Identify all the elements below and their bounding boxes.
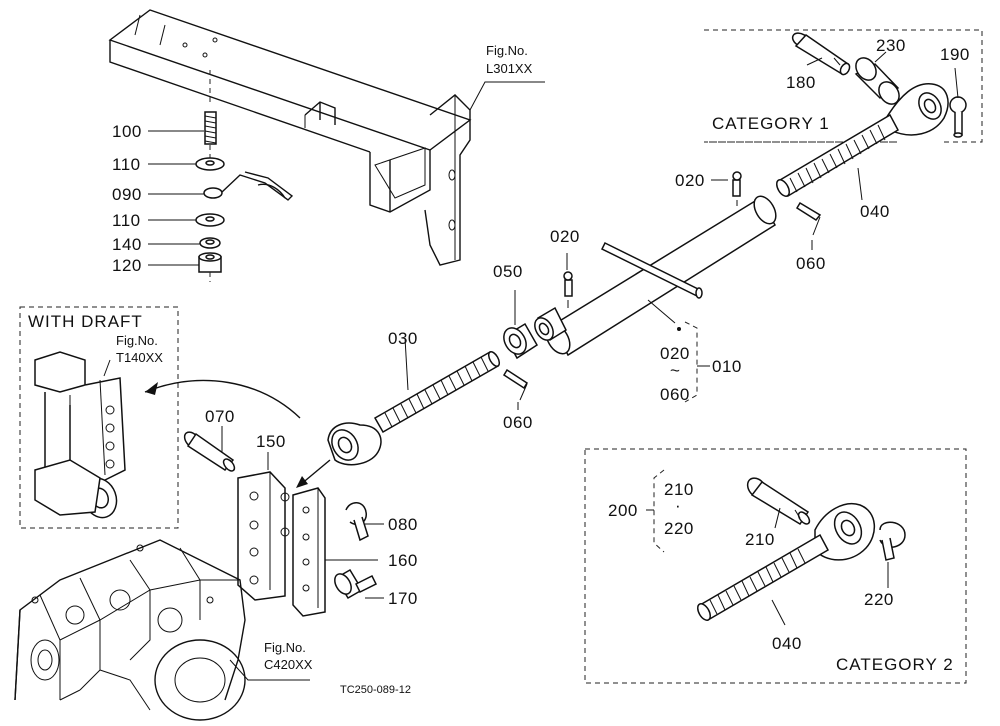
part-label-170: 170 — [388, 589, 418, 608]
part-label-190: 190 — [940, 45, 970, 64]
part-label-030: 030 — [388, 329, 418, 348]
part-label-150: 150 — [256, 432, 286, 451]
part-label-080: 080 — [388, 515, 418, 534]
frame-beam — [108, 9, 472, 266]
part-label-050: 050 — [493, 262, 523, 281]
category1-box — [704, 29, 983, 143]
part-label-220: 220 — [864, 590, 894, 609]
fig-ref-l301-line1: Fig.No. — [486, 43, 528, 58]
pin-060-mid — [502, 368, 529, 401]
lynch-pin-220 — [879, 521, 906, 561]
fig-ref-c420-line2: C420XX — [264, 657, 313, 672]
pin-180 — [791, 32, 851, 76]
part-label-010: 010 — [712, 357, 742, 376]
drawing-code: TC250-089-12 — [340, 684, 411, 696]
draft-bracket — [34, 351, 126, 519]
part-label-120: 120 — [112, 256, 142, 275]
part-label-230: 230 — [876, 36, 906, 55]
part-label-040: 040 — [772, 634, 802, 653]
part-label-220: 220 — [664, 519, 694, 538]
part-label-110: 110 — [112, 155, 141, 174]
rod-end-040-cat1 — [776, 83, 949, 198]
pin-070 — [183, 431, 236, 472]
fig-ref-c420-line1: Fig.No. — [264, 640, 306, 655]
part-label-140: 140 — [112, 235, 142, 254]
part-label-100: 100 — [112, 122, 142, 141]
pin-060-right — [795, 201, 822, 236]
bushing-230 — [854, 57, 900, 105]
part-label-210: 210 — [745, 530, 775, 549]
bolt-stack — [195, 111, 294, 282]
fig-ref-t140-line1: Fig.No. — [116, 333, 158, 348]
with-draft-title: WITH DRAFT — [28, 312, 143, 331]
fig-ref-l301-line2: L301XX — [486, 61, 533, 76]
nut-050 — [503, 322, 539, 360]
list-separator-dot: · — [675, 496, 682, 515]
category2-box — [584, 448, 967, 684]
main-tube-010 — [534, 171, 777, 357]
part-label-210: 210 — [664, 480, 694, 499]
part-label-060: 060 — [503, 413, 533, 432]
part-label-060: 060 — [660, 385, 690, 404]
rod-030 — [327, 350, 501, 466]
part-label-020: 020 — [660, 344, 690, 363]
plate-160 — [292, 487, 326, 617]
part-label-160: 160 — [388, 551, 418, 570]
part-label-020: 020 — [550, 227, 580, 246]
part-label-110: 110 — [112, 211, 141, 230]
part-label-180: 180 — [786, 73, 816, 92]
part-label-070: 070 — [205, 407, 235, 426]
part-label-090: 090 — [112, 185, 142, 204]
pin-210 — [746, 477, 811, 526]
with-draft-box — [19, 306, 179, 529]
part-label-200: 200 — [608, 501, 638, 520]
part-label-040: 040 — [860, 202, 890, 221]
rod-end-040-cat2 — [697, 503, 875, 622]
lynch-pin-190 — [949, 96, 967, 138]
lynch-pin-080 — [345, 502, 369, 542]
part-label-020: 020 — [675, 171, 705, 190]
transmission-housing — [14, 539, 246, 721]
bolt-170 — [334, 568, 378, 600]
part-label-060: 060 — [796, 254, 826, 273]
fig-ref-t140-line2: T140XX — [116, 350, 163, 365]
category2-title: CATEGORY 2 — [836, 655, 954, 674]
range-tilde: ~ — [670, 361, 681, 380]
plate-150 — [237, 471, 290, 601]
category1-title: CATEGORY 1 — [712, 114, 830, 133]
